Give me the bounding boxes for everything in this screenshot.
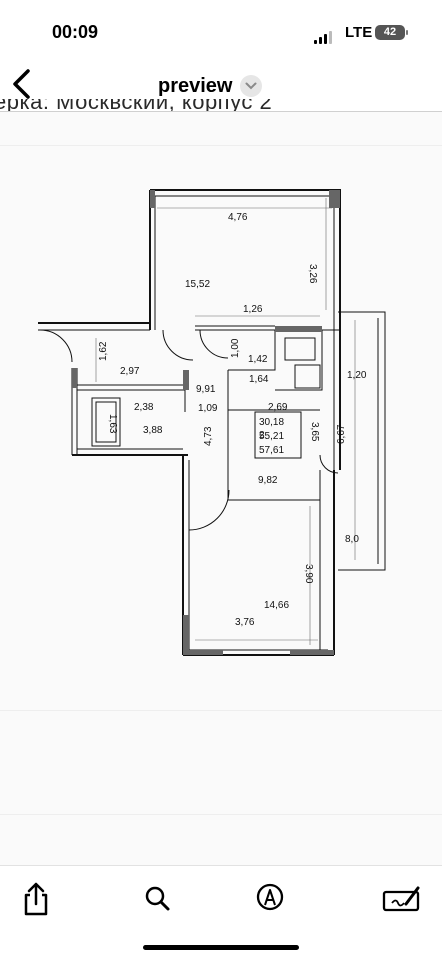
status-bar: 00:09 LTE 42 xyxy=(0,0,442,62)
network-type: LTE xyxy=(345,24,373,41)
area-total: 30,18 xyxy=(259,417,284,428)
share-button[interactable] xyxy=(16,878,56,918)
home-indicator xyxy=(143,945,299,950)
back-button[interactable] xyxy=(8,66,42,104)
dim-label: 6,67 xyxy=(336,424,347,444)
title-menu[interactable]: preview xyxy=(158,72,263,100)
dim-label: 2,38 xyxy=(134,402,154,413)
dim-label: 3,65 xyxy=(309,422,320,442)
search-button[interactable] xyxy=(138,878,178,918)
dim-label: 1,20 xyxy=(347,370,367,381)
battery-level: 42 xyxy=(383,26,397,38)
room-count: 2 xyxy=(259,430,265,441)
cellular-signal-icon xyxy=(314,26,334,44)
status-time: 00:09 xyxy=(52,22,99,42)
page-title: preview xyxy=(158,74,233,97)
signature-button[interactable] xyxy=(382,878,422,918)
floor-plan: 4,76 3,26 15,52 1,26 1,62 2,97 1,00 1,42… xyxy=(38,189,386,656)
search-icon xyxy=(145,886,170,911)
dim-label: 1,26 xyxy=(243,304,263,315)
area-label: 14,66 xyxy=(264,600,289,611)
area-label: 3,88 xyxy=(143,425,163,436)
area-label: 9,91 xyxy=(196,384,216,395)
dim-label: 1,64 xyxy=(249,374,269,385)
dim-label: 1,09 xyxy=(198,403,218,414)
area-overall: 57,61 xyxy=(259,445,284,456)
page-edge xyxy=(0,145,442,146)
signature-icon xyxy=(382,886,420,912)
dim-label: 1,62 xyxy=(98,341,109,361)
area-label: 15,52 xyxy=(185,279,210,290)
chevron-left-icon xyxy=(13,69,30,99)
cropped-heading: ерка: Москвский, корпус 2 xyxy=(0,99,272,111)
battery-icon: 42 xyxy=(375,25,408,40)
share-icon xyxy=(24,882,48,916)
dim-label: 3,76 xyxy=(235,617,255,628)
area-living: 55,21 xyxy=(259,431,284,442)
document-page xyxy=(0,112,442,865)
dim-label: 8,0 xyxy=(345,534,359,545)
page-edge xyxy=(0,814,442,815)
dim-label: 4,76 xyxy=(228,212,248,223)
dim-label: 4,73 xyxy=(203,426,214,446)
area-label: 9,82 xyxy=(258,475,278,486)
markup-icon xyxy=(256,883,284,911)
chevron-down-icon[interactable] xyxy=(240,75,263,97)
nav-bar: preview xyxy=(0,62,442,112)
dim-label: 1,63 xyxy=(107,414,118,434)
dim-label: 1,42 xyxy=(248,354,268,365)
dim-label: 1,00 xyxy=(230,338,241,358)
dim-label: 3,26 xyxy=(307,264,318,284)
dim-label: 3,90 xyxy=(303,564,314,584)
page-edge xyxy=(0,710,442,711)
dim-label: 2,69 xyxy=(268,402,288,413)
markup-button[interactable] xyxy=(252,878,292,918)
nav-divider xyxy=(0,111,442,112)
dim-label: 2,97 xyxy=(120,366,140,377)
